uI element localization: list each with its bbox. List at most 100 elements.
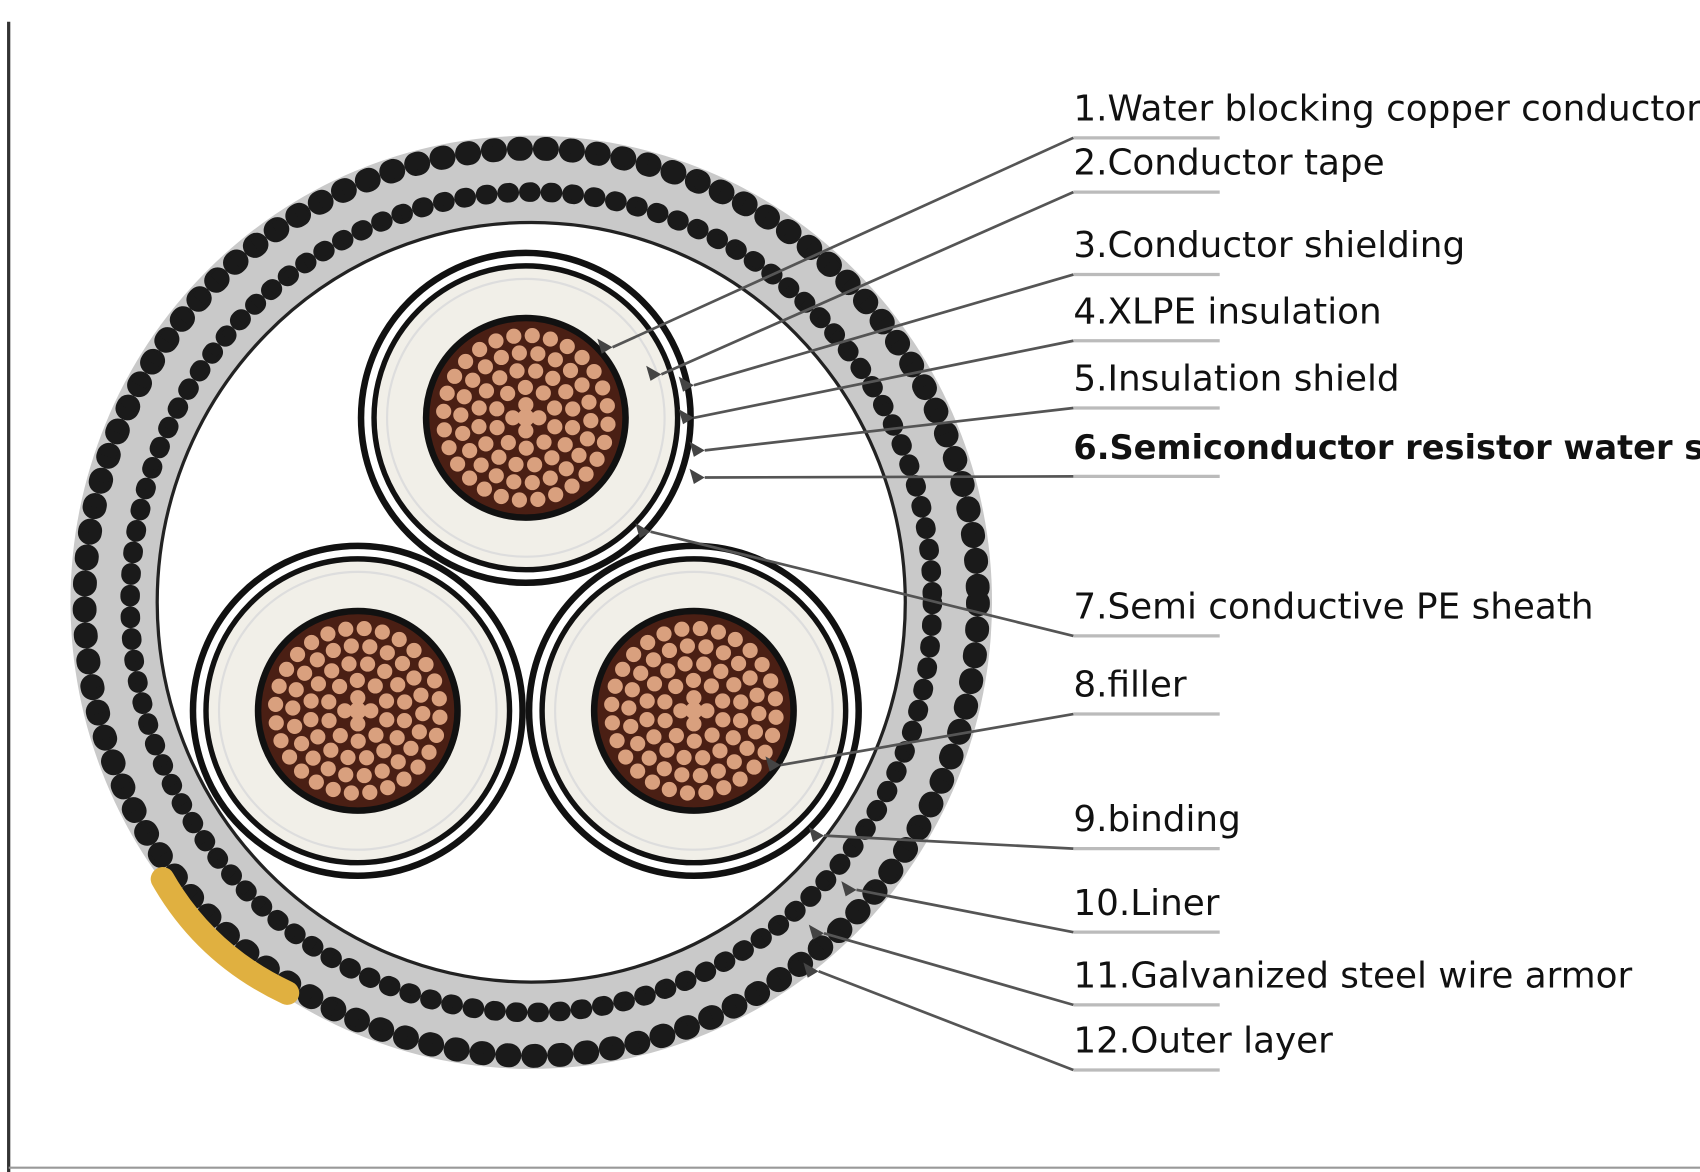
leader-arrow-icon bbox=[808, 924, 824, 940]
copper-strand bbox=[725, 730, 741, 746]
copper-strand bbox=[559, 338, 575, 355]
copper-strand bbox=[562, 362, 579, 379]
copper-strand bbox=[411, 724, 427, 740]
copper-strand bbox=[343, 785, 359, 801]
copper-strand bbox=[493, 349, 509, 366]
copper-strand bbox=[506, 474, 522, 490]
label-6: 6.Semiconductor resistor water strip bbox=[1073, 428, 1700, 467]
copper-strand bbox=[686, 690, 702, 706]
copper-strand bbox=[659, 742, 675, 758]
copper-strand bbox=[646, 729, 662, 745]
copper-strand bbox=[764, 727, 781, 743]
copper-strand bbox=[471, 400, 487, 416]
copper-strand bbox=[564, 420, 581, 436]
copper-strand bbox=[268, 696, 284, 712]
copper-strand bbox=[436, 403, 452, 419]
copper-strand bbox=[396, 713, 413, 729]
copper-strand bbox=[303, 693, 319, 709]
copper-strand bbox=[478, 436, 494, 452]
copper-strand bbox=[542, 470, 558, 486]
copper-strand bbox=[281, 749, 298, 765]
copper-strand bbox=[624, 682, 640, 698]
copper-strand bbox=[413, 687, 429, 703]
copper-strand bbox=[615, 661, 631, 677]
copper-strand bbox=[462, 470, 478, 486]
copper-strand bbox=[360, 656, 376, 672]
leader-line bbox=[823, 931, 1074, 1007]
copper-strand bbox=[668, 728, 684, 744]
copper-strand bbox=[604, 715, 620, 731]
copper-strand bbox=[727, 631, 743, 648]
copper-strand bbox=[749, 687, 765, 703]
copper-strand bbox=[390, 677, 406, 693]
copper-strand bbox=[287, 718, 303, 735]
copper-strand bbox=[579, 431, 595, 447]
copper-strand bbox=[509, 363, 525, 379]
leader-arrow-icon bbox=[635, 523, 651, 539]
copper-strand bbox=[517, 379, 533, 396]
copper-strand bbox=[548, 487, 564, 503]
cable-cross-section bbox=[70, 135, 993, 1069]
copper-strand bbox=[378, 693, 395, 709]
copper-strand bbox=[531, 410, 547, 426]
copper-strand bbox=[492, 370, 508, 386]
copper-strand bbox=[362, 784, 378, 800]
copper-strand bbox=[730, 655, 747, 672]
copper-strand bbox=[293, 763, 310, 779]
copper-strand bbox=[732, 771, 748, 787]
leader-arrow-icon bbox=[808, 826, 824, 843]
copper-strand bbox=[508, 456, 524, 473]
leader-arrow-icon bbox=[841, 881, 857, 897]
copper-strand bbox=[320, 626, 336, 642]
leader-line bbox=[780, 712, 1074, 767]
copper-strand bbox=[596, 434, 613, 450]
copper-strand bbox=[656, 626, 672, 642]
copper-strand bbox=[639, 693, 655, 709]
marker-tape bbox=[150, 867, 300, 1005]
copper-strand bbox=[321, 694, 337, 710]
copper-strand bbox=[710, 763, 726, 779]
copper-strand bbox=[362, 639, 378, 655]
copper-strand bbox=[450, 456, 466, 472]
copper-strand bbox=[673, 703, 689, 719]
copper-strand bbox=[726, 677, 742, 693]
copper-strand bbox=[465, 372, 481, 388]
copper-strand bbox=[337, 703, 353, 719]
copper-strand bbox=[768, 709, 784, 725]
copper-strand bbox=[712, 743, 728, 759]
copper-strand bbox=[595, 380, 611, 396]
copper-strand bbox=[323, 742, 339, 758]
label-5: 5.Insulation shield bbox=[1073, 359, 1399, 400]
copper-strand bbox=[557, 437, 573, 453]
copper-strand bbox=[289, 646, 306, 663]
copper-strand bbox=[376, 743, 392, 759]
copper-strand bbox=[578, 466, 594, 482]
copper-strand bbox=[763, 673, 779, 689]
copper-strand bbox=[527, 457, 543, 473]
copper-strand bbox=[310, 729, 326, 745]
copper-strand bbox=[604, 696, 620, 712]
leader-arrow-icon bbox=[765, 756, 781, 772]
copper-strand bbox=[396, 771, 412, 787]
copper-strand bbox=[343, 638, 359, 654]
copper-strand bbox=[410, 759, 426, 775]
copper-strand bbox=[415, 706, 431, 722]
copper-strand bbox=[432, 709, 448, 725]
copper-strand bbox=[640, 634, 656, 651]
copper-strand bbox=[644, 774, 661, 790]
label-11: 11.Galvanized steel wire armor bbox=[1073, 956, 1632, 997]
copper-strand bbox=[732, 713, 749, 729]
copper-strand bbox=[506, 328, 522, 344]
copper-strand bbox=[368, 727, 384, 743]
copper-strand bbox=[493, 488, 509, 505]
copper-strand bbox=[751, 706, 767, 722]
copper-strand bbox=[660, 663, 676, 679]
copper-strand bbox=[511, 492, 527, 508]
copper-strand bbox=[742, 642, 758, 659]
copper-strand bbox=[742, 670, 758, 686]
copper-strand bbox=[500, 385, 516, 402]
label-7: 7.Semi conductive PE sheath bbox=[1073, 587, 1593, 628]
copper-strand bbox=[453, 407, 469, 423]
copper-strand bbox=[488, 333, 504, 349]
copper-strand bbox=[426, 673, 443, 689]
